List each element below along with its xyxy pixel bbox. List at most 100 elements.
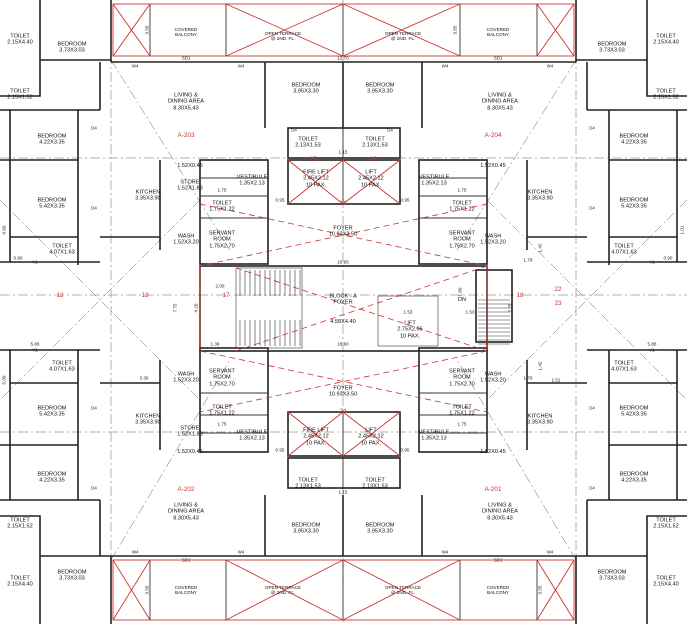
door-tag-4: D4 bbox=[387, 127, 393, 133]
window-tag-1: W4 bbox=[131, 63, 139, 69]
unit-label-a204: A-204 bbox=[484, 131, 502, 139]
door-tag-2: D4 bbox=[91, 205, 97, 211]
room-toilet-small-201: TOILET 1.75X1.22 bbox=[449, 404, 475, 417]
dim-090-l: 0.90 bbox=[13, 255, 23, 261]
room-open-terrace-tl: OPEN TERRACE @ 2ND. FL. bbox=[264, 31, 302, 41]
room-living-203: LIVING & DINING AREA 8.30X5.43 bbox=[167, 92, 205, 112]
door-tag-5: D4 bbox=[589, 125, 595, 131]
dim-420: 4.20 bbox=[193, 303, 199, 313]
window-tag-2: W4 bbox=[237, 63, 245, 69]
room-bedroom-br: BEDROOM 3.73X3.03 bbox=[597, 569, 627, 582]
room-wash-201: WASH 1.52X3.20 bbox=[480, 371, 506, 384]
room-bedroom-l1: BEDROOM 4.22X3.35 bbox=[37, 133, 67, 146]
sliding-door-tag-1: SD1 bbox=[181, 55, 191, 61]
room-toilet-bl2: TOILET 2.15X1.52 bbox=[7, 517, 33, 530]
room-vestibule-203: VESTIBULE 1.35X2.13 bbox=[236, 174, 268, 187]
dim-142-bottom: 1.42 bbox=[537, 361, 543, 371]
dim-175-203: 1.75 bbox=[217, 187, 227, 193]
marker-16: 16 bbox=[369, 155, 377, 163]
door-tag-3: D4 bbox=[291, 127, 297, 133]
dim-151: 1.51 bbox=[551, 377, 561, 383]
sliding-door-tag-3: SD1 bbox=[181, 557, 191, 563]
stair-dn-label: DN bbox=[457, 296, 467, 303]
unit-label-a201: A-201 bbox=[484, 485, 502, 493]
window-tag-7: W4 bbox=[441, 549, 449, 555]
room-toilet-tr2: TOILET 2.15X1.52 bbox=[653, 88, 679, 101]
room-kitchen-203: KITCHEN 3.35X3.90 bbox=[135, 189, 161, 202]
dim-355-tl: 3.55 bbox=[144, 25, 150, 35]
walls-right bbox=[526, 62, 687, 556]
room-kitchen-201: KITCHEN 3.35X3.90 bbox=[527, 413, 553, 426]
room-living-201: LIVING & DINING AREA 8.30X5.43 bbox=[481, 502, 519, 522]
dim-095-tl: 0.95 bbox=[275, 197, 285, 203]
room-kitchen-204: KITCHEN 3.35X3.90 bbox=[527, 189, 553, 202]
room-foyer-bottom: FOYER 10.93X3.50 bbox=[328, 385, 358, 398]
door-tag-9: D4 bbox=[589, 405, 595, 411]
dim-060-l: 0.60 bbox=[1, 225, 7, 235]
stair-treads bbox=[239, 270, 510, 346]
dim-095-br: 0.95 bbox=[400, 447, 410, 453]
room-servant-204: SERVANT ROOM 1.75X2.70 bbox=[449, 230, 475, 250]
room-wash-202: WASH 1.52X3.20 bbox=[173, 371, 199, 384]
walls-top bbox=[0, 0, 687, 128]
room-bedroom-r1: BEDROOM 4.22X3.35 bbox=[619, 133, 649, 146]
dim-right-588: 5.88 bbox=[647, 341, 657, 347]
room-toilet-l: TOILET 4.07X1.63 bbox=[49, 243, 75, 256]
room-bedroom-tl: BEDROOM 3.73X3.03 bbox=[57, 41, 87, 54]
dim-355-tr: 3.55 bbox=[452, 25, 458, 35]
room-vestibule-204: VESTIBULE 1.35X2.13 bbox=[418, 174, 450, 187]
dim-core-top: 10.95 bbox=[337, 259, 349, 265]
room-bedroom-r1-bottom: BEDROOM 4.22X3.35 bbox=[619, 471, 649, 484]
room-servant-202: SERVANT ROOM 1.75X2.70 bbox=[209, 368, 235, 388]
marker-22: 22 bbox=[554, 285, 562, 293]
dim-355-bl: 3.55 bbox=[144, 585, 150, 595]
marker-13: 13 bbox=[141, 291, 149, 299]
dim-095-bl: 0.95 bbox=[275, 447, 285, 453]
dim-left-330: 3.30 bbox=[139, 375, 149, 381]
room-covered-balcony-br: COVERED BALCONY bbox=[486, 585, 510, 595]
dim-139: 1.39 bbox=[210, 341, 220, 347]
room-toilet-core-tr: TOILET 2.13X1.53 bbox=[362, 136, 388, 149]
door-tag-8: D4 bbox=[91, 485, 97, 491]
room-size-204: 1.52X0.45 bbox=[480, 162, 506, 169]
marker-24: 24 bbox=[339, 407, 347, 415]
marker-18: 18 bbox=[516, 291, 524, 299]
dim-left-775: 7.75 bbox=[172, 303, 178, 313]
room-bedroom-l1-bottom: BEDROOM 4.22X3.35 bbox=[37, 471, 67, 484]
window-tag-8: W4 bbox=[546, 549, 554, 555]
room-bedroom-203a: BEDROOM 3.95X3.30 bbox=[291, 82, 321, 95]
room-bedroom-l2: BEDROOM 5.42X3.35 bbox=[37, 197, 67, 210]
dim-153-a: 1.53 bbox=[403, 309, 413, 315]
ventilator-tag-3: V1 bbox=[32, 347, 38, 353]
dim-179-bottom: 1.79 bbox=[523, 375, 533, 381]
room-toilet-tl2: TOILET 2.15X1.52 bbox=[7, 88, 33, 101]
room-toilet-r-bottom: TOILET 4.07X1.63 bbox=[611, 360, 637, 373]
sliding-door-tag-2: SD1 bbox=[493, 55, 503, 61]
sliding-door-tag-4: SD1 bbox=[493, 557, 503, 563]
room-size-202: 1.52X0.45 bbox=[177, 448, 203, 455]
dim-core-length: 18.60 bbox=[337, 341, 349, 347]
room-servant-201: SERVANT ROOM 1.75X2.70 bbox=[449, 368, 475, 388]
door-tag-7: D4 bbox=[91, 405, 97, 411]
room-bedroom-204a: BEDROOM 3.95X3.30 bbox=[365, 82, 395, 95]
marker-17: 17 bbox=[222, 291, 230, 299]
dim-101-r: 1.01 bbox=[679, 225, 685, 235]
room-servant-203: SERVANT ROOM 1.75X2.70 bbox=[209, 230, 235, 250]
dim-core-gap-top: 1.15 bbox=[338, 149, 348, 155]
room-size-201: 1.52X0.45 bbox=[480, 448, 506, 455]
marker-12: 12 bbox=[56, 291, 64, 299]
ventilator-tag-1: V1 bbox=[32, 259, 38, 265]
room-store-203: STORE 1.52X1.83 bbox=[177, 179, 203, 192]
door-tag-6: D4 bbox=[589, 205, 595, 211]
marker-23: 23 bbox=[554, 299, 562, 307]
dim-200: 2.00 bbox=[215, 283, 225, 289]
room-fire-lift-top: FIRE LIFT 2.45X2.12 10 PAX. bbox=[303, 169, 329, 189]
room-toilet-br: TOILET 2.15X4.40 bbox=[653, 575, 679, 588]
room-toilet-core-br: TOILET 2.13X1.53 bbox=[362, 477, 388, 490]
walls-left bbox=[0, 62, 161, 556]
room-toilet-small-203: TOILET 1.75X1.22 bbox=[209, 200, 235, 213]
room-open-terrace-bl: OPEN TERRACE @ 2ND. FL. bbox=[264, 585, 302, 595]
room-bedroom-bl: BEDROOM 3.73X3.03 bbox=[57, 569, 87, 582]
ventilator-tag-4: V1 bbox=[649, 347, 655, 353]
